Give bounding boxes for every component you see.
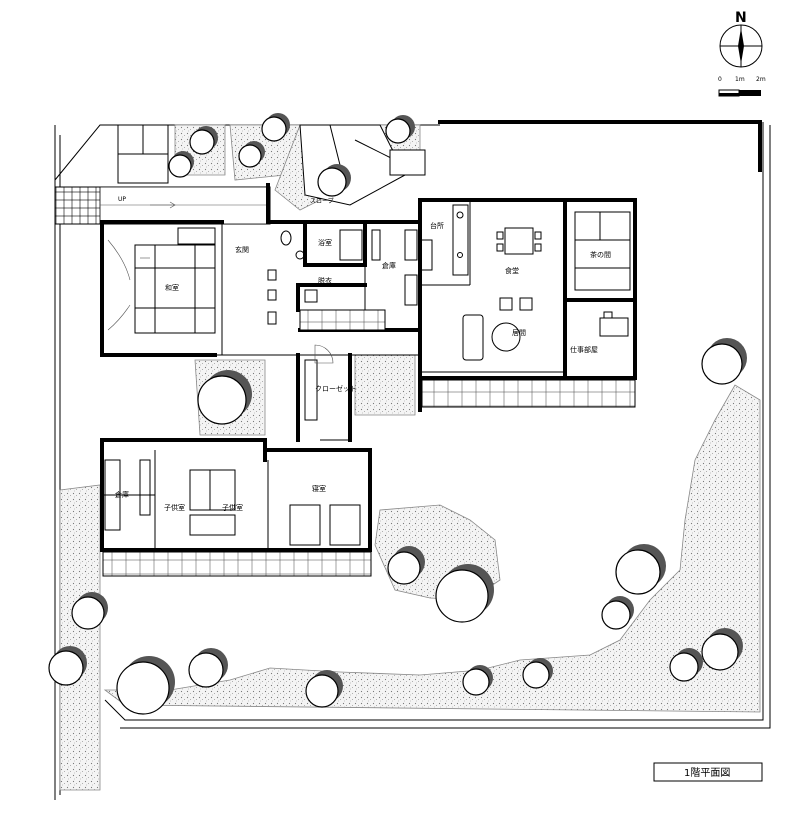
label-souko-west: 倉庫 bbox=[115, 490, 129, 499]
trees bbox=[48, 113, 747, 715]
drawing-title: 1階平面図 bbox=[684, 767, 730, 779]
label-kodomo-2: 子供室 bbox=[222, 503, 243, 512]
room-labels: 和室 玄関 浴室 脱衣 倉庫 台所 食堂 茶の間 居間 仕事部屋 クローゼット … bbox=[115, 198, 611, 512]
label-slope: スロープ bbox=[310, 198, 334, 205]
tree bbox=[522, 658, 553, 689]
north-arrow: N bbox=[719, 10, 763, 68]
label-yokushitsu: 浴室 bbox=[318, 238, 332, 247]
label-shigoto: 仕事部屋 bbox=[570, 345, 598, 354]
ldk-furniture bbox=[462, 227, 629, 361]
label-souko-north: 倉庫 bbox=[382, 261, 396, 270]
tree bbox=[317, 164, 351, 197]
tree bbox=[601, 596, 634, 630]
building-walls bbox=[100, 183, 637, 552]
tree bbox=[615, 544, 666, 595]
tree bbox=[462, 665, 493, 696]
tree bbox=[305, 670, 343, 708]
scale-label-2m: 2m bbox=[756, 76, 766, 83]
tree bbox=[387, 546, 425, 585]
chanoma-tatami bbox=[574, 211, 631, 291]
scale-bar: 0 1m 2m bbox=[718, 76, 766, 97]
drawing-title-box: 1階平面図 bbox=[653, 762, 763, 782]
washitsu-tatami bbox=[107, 227, 216, 334]
tree bbox=[385, 115, 415, 144]
tree bbox=[188, 648, 228, 688]
label-shinshitsu: 寝室 bbox=[312, 484, 326, 493]
site-boundary bbox=[54, 120, 771, 800]
bath-fixtures bbox=[267, 229, 418, 325]
tree bbox=[197, 370, 252, 425]
bedroom-furniture bbox=[104, 344, 361, 546]
tree bbox=[71, 592, 108, 630]
label-kodomo-1: 子供室 bbox=[164, 503, 185, 512]
scale-label-1m: 1m bbox=[735, 76, 745, 83]
kitchen-fixtures bbox=[419, 204, 469, 276]
tree bbox=[435, 564, 494, 623]
label-ima: 居間 bbox=[512, 329, 526, 337]
tree bbox=[48, 646, 87, 686]
tree bbox=[189, 126, 218, 155]
up-label: UP bbox=[118, 196, 126, 203]
north-label: N bbox=[735, 10, 747, 26]
tree bbox=[261, 113, 290, 142]
veranda bbox=[102, 309, 636, 577]
label-closet: クローゼット bbox=[315, 384, 357, 393]
label-datsui: 脱衣 bbox=[318, 276, 332, 285]
label-shokudou: 食堂 bbox=[505, 266, 519, 275]
label-daidokoro: 台所 bbox=[430, 221, 444, 230]
label-genkan: 玄関 bbox=[235, 245, 249, 254]
tree bbox=[116, 656, 175, 715]
tree bbox=[701, 628, 743, 671]
label-chanoma: 茶の間 bbox=[590, 250, 611, 259]
tree bbox=[168, 151, 194, 178]
entry-deck: UP bbox=[54, 186, 271, 225]
scale-label-0: 0 bbox=[718, 76, 722, 83]
label-washitsu: 和室 bbox=[165, 283, 179, 292]
tree bbox=[238, 141, 265, 168]
tree bbox=[669, 648, 703, 682]
tree bbox=[701, 338, 747, 385]
